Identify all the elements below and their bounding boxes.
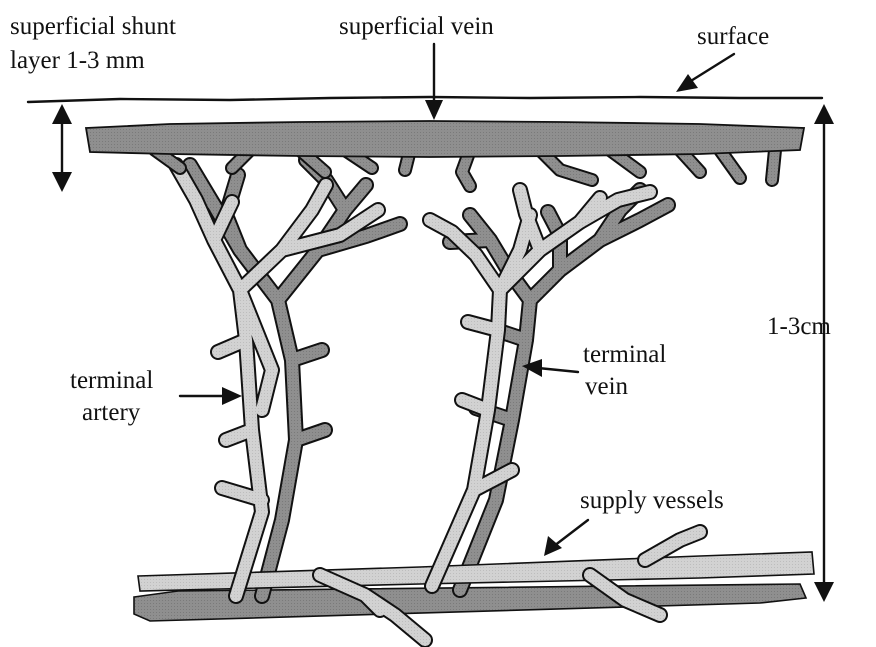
terminal-artery-label-line2: artery: [82, 399, 141, 426]
shunt-layer-label-line1: superficial shunt: [10, 13, 176, 40]
superficial-vein-arrow: [425, 44, 443, 120]
terminal-vein-arrow: [522, 359, 578, 377]
superficial-vein-bar: [86, 121, 804, 157]
supply-vessels-label: supply vessels: [580, 487, 724, 514]
terminal-vein-label-line2: vein: [585, 373, 629, 400]
supply-vessels-arrow: [544, 520, 588, 556]
surface-label: surface: [697, 23, 769, 50]
shunt-layer-double-arrow: [52, 104, 72, 192]
surface-arrow: [676, 54, 734, 92]
depth-double-arrow: [814, 104, 834, 602]
surface-line: [28, 97, 822, 102]
shunt-layer-label-line2: layer 1-3 mm: [10, 47, 145, 74]
terminal-artery-arrow: [180, 387, 242, 405]
depth-label: 1-3cm: [767, 313, 831, 340]
terminal-artery-label-line1: terminal: [70, 367, 153, 394]
terminal-vein-label-line1: terminal: [583, 341, 666, 368]
superficial-vein-label: superficial vein: [339, 13, 494, 40]
